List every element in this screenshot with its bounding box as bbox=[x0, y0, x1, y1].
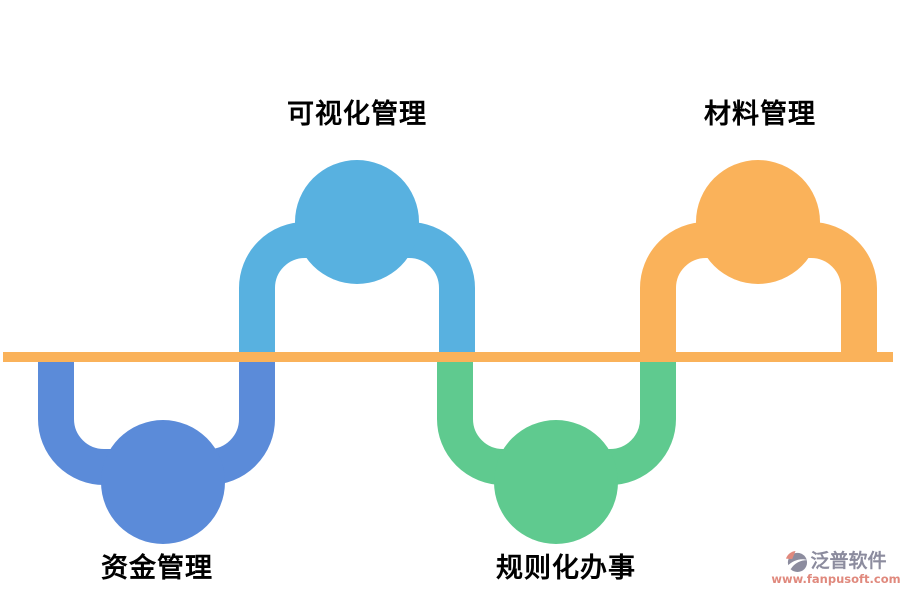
node-label-rules: 规则化办事 bbox=[496, 553, 636, 584]
node-circle-rules bbox=[494, 420, 618, 544]
node-circle-funds bbox=[101, 420, 225, 544]
fanpu-logo-icon bbox=[786, 550, 809, 573]
node-circle-visualization bbox=[295, 160, 419, 284]
watermark: 泛普软件 www.fanpusoft.com bbox=[771, 550, 900, 587]
watermark-brand-row: 泛普软件 bbox=[785, 550, 887, 573]
node-label-materials: 材料管理 bbox=[704, 99, 816, 130]
node-label-visualization: 可视化管理 bbox=[287, 99, 427, 130]
node-label-funds: 资金管理 bbox=[101, 553, 213, 584]
watermark-brand-text: 泛普软件 bbox=[810, 550, 887, 573]
node-circle-materials bbox=[696, 160, 820, 284]
watermark-url-text: www.fanpusoft.com bbox=[771, 572, 900, 586]
